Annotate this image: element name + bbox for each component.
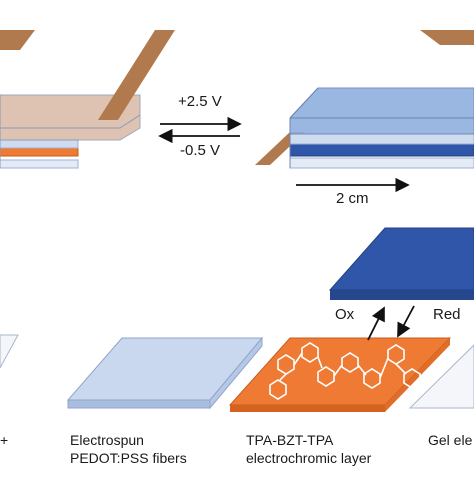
device-right-bottom-substrate: [289, 157, 474, 169]
layer-tpa: [228, 337, 452, 412]
device-left-orange-layer: [0, 147, 79, 157]
oxidized-panel: [328, 227, 474, 300]
device-left-bottom-substrate: [0, 159, 79, 169]
reverse-voltage-label: -0.5 V: [180, 142, 221, 159]
device-right: [255, 30, 474, 169]
device-left-copper-strip-top: [0, 30, 35, 50]
device-right-blue-layer: [289, 143, 474, 157]
tpa-label-line2: electrochromic layer: [246, 449, 372, 466]
red-arrow: [397, 305, 415, 338]
left-cut-label: +: [0, 432, 9, 448]
red-label: Red: [433, 306, 461, 323]
layer-left-partial: [0, 334, 19, 369]
tpa-label-line1: TPA-BZT-TPA: [246, 432, 334, 448]
device-right-gel-layer: [289, 133, 474, 145]
forward-voltage-label: +2.5 V: [178, 93, 222, 110]
ox-label: Ox: [335, 306, 355, 323]
voltage-arrows: [158, 116, 242, 144]
device-right-copper-strip-top: [420, 30, 474, 45]
device-right-top-glass: [289, 87, 474, 135]
pedot-label-line2: PEDOT:PSS fibers: [70, 449, 187, 466]
layer-pedot: [66, 336, 264, 410]
ox-arrow: [367, 306, 385, 341]
device-left-gel-layer: [0, 139, 79, 149]
device-left-copper-strip: [98, 30, 175, 120]
pedot-label-line1: Electrospun: [70, 432, 144, 448]
pedot-label: Electrospun PEDOT:PSS fibers: [70, 432, 187, 467]
molecule-structure: [269, 342, 421, 400]
device-left: [0, 30, 175, 169]
scale-label: 2 cm: [336, 190, 369, 207]
layer-gel: [408, 344, 474, 409]
tpa-label: TPA-BZT-TPA electrochromic layer: [246, 432, 371, 467]
gel-label: Gel ele: [428, 432, 473, 448]
